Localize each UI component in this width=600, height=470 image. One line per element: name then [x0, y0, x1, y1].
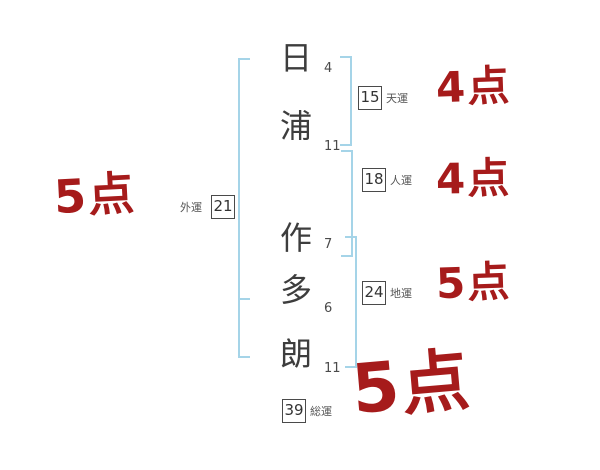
name-char-3: 作	[279, 219, 312, 257]
person-luck-value-box: 18	[362, 168, 386, 192]
person-luck-label: 人運	[390, 174, 412, 187]
stroke-count-5: 11	[324, 361, 341, 376]
earth-luck-label: 地運	[390, 287, 412, 300]
outer-luck-value-box: 21	[211, 195, 235, 219]
outer-luck-bracket	[238, 58, 250, 358]
outer-luck-bracket-tick	[238, 298, 250, 300]
heaven-luck-label: 天運	[386, 92, 408, 105]
person-luck-score-annotation: 4点	[435, 153, 512, 204]
person-luck-bracket	[341, 150, 353, 257]
stroke-count-4: 6	[324, 301, 333, 316]
name-char-4: 多	[279, 271, 312, 309]
outer-luck-label: 外運	[180, 201, 202, 214]
stroke-count-2: 11	[324, 139, 341, 154]
total-luck-label: 総運	[310, 405, 332, 418]
stroke-count-1: 4	[324, 61, 333, 76]
earth-luck-bracket	[345, 236, 357, 368]
name-char-1: 日	[279, 39, 312, 77]
name-char-5: 朗	[279, 335, 312, 373]
earth-luck-value-box: 24	[362, 281, 386, 305]
total-luck-value-box: 39	[282, 399, 306, 423]
outer-luck-score-annotation: 5点	[52, 165, 138, 225]
heaven-luck-value-box: 15	[358, 86, 382, 110]
stroke-count-3: 7	[324, 237, 333, 252]
heaven-luck-score-annotation: 4点	[435, 60, 513, 113]
name-char-2: 浦	[279, 107, 312, 145]
earth-luck-score-annotation: 5点	[435, 256, 513, 309]
heaven-luck-bracket	[340, 56, 352, 146]
total-luck-score-annotation: 5点	[348, 340, 475, 431]
